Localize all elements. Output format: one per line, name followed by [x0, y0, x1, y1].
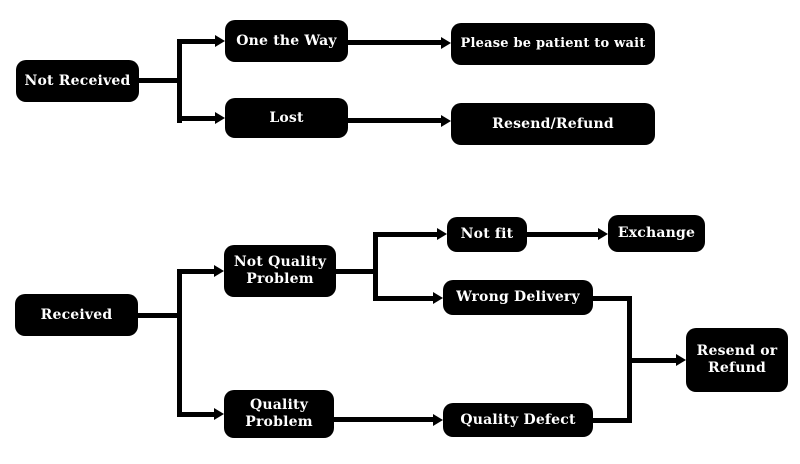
- connector-to-one-the-way: [177, 39, 215, 44]
- node-wrong-delivery: Wrong Delivery: [443, 280, 593, 315]
- connector-lost-to-resend-refund: [348, 118, 441, 123]
- connector-to-wrong-delivery: [373, 296, 433, 301]
- node-not-quality-problem: Not Quality Problem: [224, 245, 336, 297]
- connector-not-fit-to-exchange: [527, 232, 598, 237]
- connector-not-quality-branch-vertical: [373, 232, 378, 301]
- arrowhead-lost: [215, 112, 225, 124]
- node-quality-problem: Quality Problem: [224, 390, 334, 438]
- connector-received-stub: [138, 313, 182, 318]
- connector-to-lost: [177, 116, 215, 121]
- arrowhead-resend-or-refund: [676, 354, 686, 366]
- node-not-fit: Not fit: [447, 217, 527, 252]
- connector-to-quality-problem: [177, 412, 214, 417]
- connector-to-not-quality-problem: [177, 269, 214, 274]
- arrowhead-wrong-delivery: [433, 292, 443, 304]
- connector-to-not-fit: [373, 232, 437, 237]
- arrowhead-not-fit: [437, 228, 447, 240]
- connector-received-branch-vertical: [177, 269, 182, 417]
- arrowhead-one-the-way: [215, 35, 225, 47]
- connector-not-quality-problem-stub: [336, 269, 378, 274]
- node-lost: Lost: [225, 98, 348, 138]
- connector-quality-defect-stub: [593, 418, 632, 423]
- connector-merge-vertical: [627, 296, 632, 423]
- connector-to-resend-or-refund: [632, 358, 676, 363]
- node-not-received: Not Received: [16, 60, 139, 102]
- arrowhead-not-quality-problem: [214, 265, 224, 277]
- connector-one-the-way-to-please-wait: [348, 40, 441, 45]
- node-received: Received: [15, 294, 138, 336]
- node-resend-refund: Resend/Refund: [451, 103, 655, 145]
- connector-not-received-stub: [139, 78, 182, 83]
- node-quality-defect: Quality Defect: [443, 403, 593, 437]
- connector-wrong-delivery-stub: [593, 296, 632, 301]
- node-exchange: Exchange: [608, 215, 705, 252]
- connector-quality-problem-to-quality-defect: [334, 417, 433, 422]
- arrowhead-exchange: [598, 228, 608, 240]
- arrowhead-quality-problem: [214, 408, 224, 420]
- node-resend-or-refund: Resend or Refund: [686, 328, 788, 392]
- node-please-be-patient: Please be patient to wait: [451, 23, 655, 65]
- arrowhead-quality-defect: [433, 414, 443, 426]
- connector-not-received-branch-vertical: [177, 39, 182, 123]
- arrowhead-resend-refund: [441, 115, 451, 127]
- node-one-the-way: One the Way: [225, 20, 348, 62]
- arrowhead-please-wait: [441, 37, 451, 49]
